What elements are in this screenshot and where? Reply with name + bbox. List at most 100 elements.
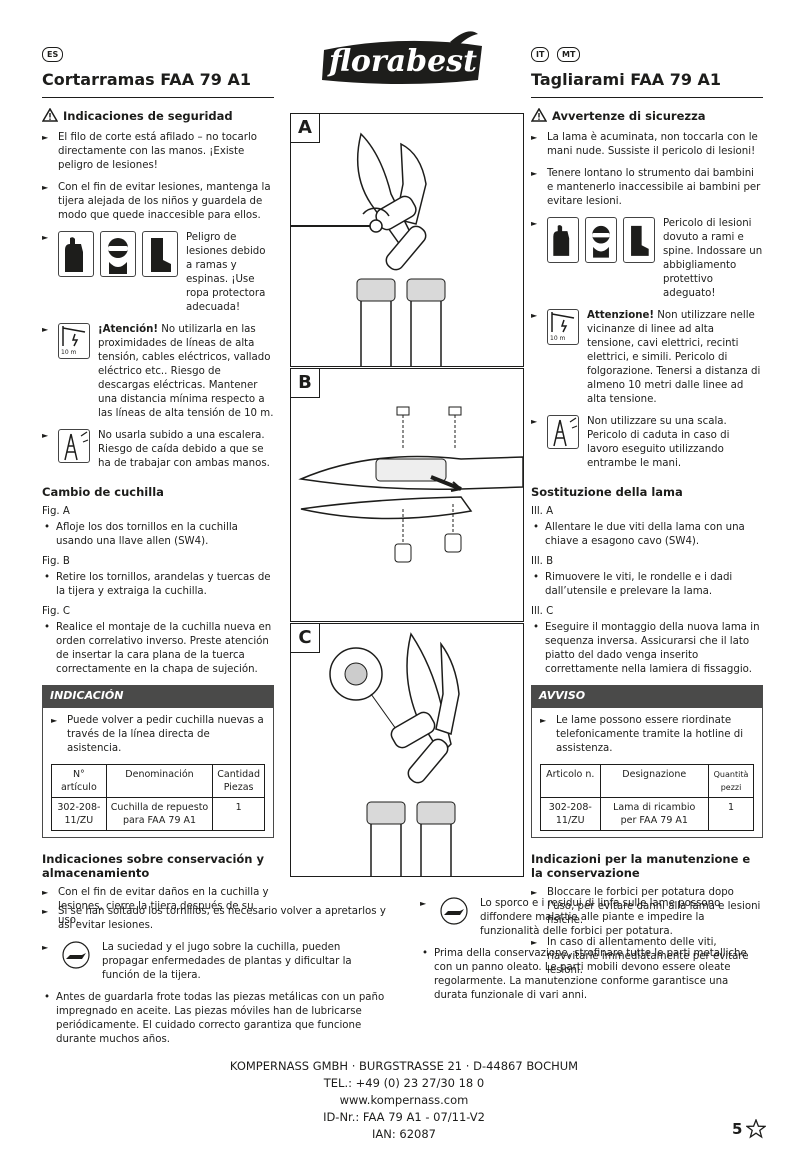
note-item: ► Le lame possono essere riordinate telef… <box>540 714 754 756</box>
note-text: Puede volver a pedir cuchilla nuevas a t… <box>67 715 264 754</box>
distance-label: 10 m <box>61 349 77 356</box>
logo-shape-icon <box>322 31 482 84</box>
fig-label: Fig. A <box>42 506 70 517</box>
arrow-icon: ► <box>42 431 49 440</box>
column-it: Avvertenze di sicurezza ► La lama è acumi… <box>530 107 763 986</box>
gloves-icon <box>547 217 579 263</box>
brand-logo: florabest <box>318 28 488 86</box>
care-text: Antes de guardarla frote todas las pieza… <box>56 992 385 1045</box>
attention-label: Attenzione! <box>587 310 655 321</box>
figure-a-label: A <box>291 114 320 143</box>
table-header: Designazione <box>599 764 710 798</box>
care-wide-it: ► Lo sporco e i residui di linfa sulle l… <box>420 897 765 1009</box>
fig-label: Fig. C <box>42 606 71 617</box>
footer-tel: TEL.: +49 (0) 23 27/30 18 0 <box>323 1076 485 1090</box>
arrow-icon: ► <box>42 943 49 952</box>
fig-text: Allentare le due viti della lama con una… <box>545 522 745 547</box>
table-header-row: Articolo n. Designazione Quantità pezzi <box>540 764 754 798</box>
safety-text: El filo de corte está afilado – no tocar… <box>58 132 258 171</box>
arrow-icon: ► <box>531 417 538 426</box>
fig-text: Afloje los dos tornillos en la cuchilla … <box>56 522 238 547</box>
blade-heading: Sostituzione della lama <box>531 485 683 499</box>
arrow-icon: ► <box>531 938 538 947</box>
note-heading: INDICACIÓN <box>42 685 274 707</box>
safety-text: No usarla subido a una escalera. Riesgo … <box>98 430 270 469</box>
table-header: N° artículo <box>51 764 107 798</box>
note-item: ►Puede volver a pedir cuchilla nuevas a … <box>51 714 265 756</box>
page-title-es: Cortarramas FAA 79 A1 <box>42 70 251 89</box>
table-cell: 302-208-11/ZU <box>51 797 107 831</box>
lang-badge-mt: MT <box>557 47 581 62</box>
safety-item: ►Con el fin de evitar lesiones, mantenga… <box>42 181 274 223</box>
care-item: •Prima della conservazione, strofinare t… <box>422 948 747 1001</box>
safety-text: Tenere lontano lo strumento dai bambini … <box>547 168 761 207</box>
gloves-icon <box>58 231 94 277</box>
page-title-it: Tagliarami FAA 79 A1 <box>531 70 722 89</box>
power-line-icon: 10 m <box>58 323 90 359</box>
arrow-icon: ► <box>420 899 427 908</box>
note-body: ► Le lame possono essere riordinate telef… <box>531 707 763 838</box>
arrow-icon: ► <box>42 325 49 334</box>
table-cell: 302-208-11/ZU <box>540 797 601 831</box>
figure-c: C <box>290 623 524 877</box>
power-line-icon: 10 m <box>547 309 579 345</box>
arrow-icon: ► <box>42 888 49 897</box>
list-item: •Rimuovere le viti, le rondelle e i dadi… <box>533 572 733 597</box>
footer-ian: IAN: 62087 <box>372 1127 436 1141</box>
safety-text: No utilizarla en las proximidades de lín… <box>98 324 274 419</box>
list-item: •Realice el montaje de la cuchilla nueva… <box>44 622 272 675</box>
blade-heading: Cambio de cuchilla <box>42 485 164 499</box>
fig-label: Fig. B <box>42 556 70 567</box>
title-rule-left <box>42 97 274 98</box>
brand-name: florabest <box>329 44 477 79</box>
column-es: Indicaciones de seguridad ►El filo de co… <box>41 107 274 936</box>
shears-open-icon <box>291 132 446 366</box>
care-text: La suciedad y el jugo sobre la cuchilla,… <box>102 942 352 981</box>
list-item: •Afloje los dos tornillos en la cuchilla… <box>44 522 238 547</box>
note-text: Le lame possono essere riordinate telefo… <box>556 715 744 754</box>
safety-heading-text: Avvertenze di sicurezza <box>552 109 706 123</box>
lang-badge-it: IT <box>531 47 550 62</box>
care-text: Bloccare le forbici per potatura dopo l’… <box>547 887 761 926</box>
parts-table: N° artículo Denominación Cantidad Piezas… <box>51 764 265 831</box>
note-heading: AVVISO <box>531 685 763 707</box>
list-item: •Eseguire il montaggio della nuova lama … <box>533 622 760 675</box>
footer-web: www.kompernass.com <box>339 1093 469 1107</box>
note-box: INDICACIÓN ►Puede volver a pedir cuchill… <box>42 685 274 838</box>
ladder-icon <box>547 415 579 449</box>
safety-item: ►Tenere lontano lo strumento dai bambini… <box>531 167 763 209</box>
arrow-icon: ► <box>42 907 49 916</box>
fig-label: Ill. A <box>531 506 554 517</box>
arrow-icon: ► <box>531 133 538 142</box>
star-icon <box>746 1119 766 1139</box>
fig-text: Realice el montaje de la cuchilla nueva … <box>56 622 272 675</box>
safety-item: ► Peligro de lesiones debido a ramas y e… <box>42 231 274 315</box>
safety-item: ►El filo de corte está afilado – no toca… <box>42 131 274 173</box>
table-cell: 1 <box>708 797 754 831</box>
arrow-icon: ► <box>540 716 547 725</box>
list-item: •Allentare le due viti della lama con un… <box>533 522 745 547</box>
fig-label: Ill. C <box>531 606 554 617</box>
fig-text: Eseguire il montaggio della nuova lama i… <box>545 622 760 675</box>
care-heading: Indicaciones sobre conservación y almace… <box>42 852 264 880</box>
warning-icon <box>41 107 59 125</box>
footer-company: KOMPERNASS GMBH · BURGSTRASSE 21 · D-448… <box>229 1059 579 1073</box>
table-header-row: N° artículo Denominación Cantidad Piezas <box>51 764 265 798</box>
care-item: ► La suciedad y el jugo sobre la cuchill… <box>42 941 387 983</box>
oil-can-icon <box>440 897 468 925</box>
fig-label: Ill. B <box>531 556 554 567</box>
care-text: Prima della conservazione, strofinare tu… <box>434 948 747 1001</box>
table-header: Cantidad Piezas <box>212 764 265 798</box>
safety-item: ► La lama è acuminata, non toccarla con l… <box>531 131 763 159</box>
safety-text: La lama è acuminata, non toccarla con le… <box>547 132 758 157</box>
care-text: Con el fin de evitar daños en la cuchill… <box>58 887 269 926</box>
care-item: ►Si se han soltado los tornillos, es nec… <box>42 905 387 933</box>
care-item: ► Con el fin de evitar daños en la cuchil… <box>42 886 274 928</box>
fig-text: Rimuovere le viti, le rondelle e i dadi … <box>545 572 733 597</box>
safety-item: ► Non utilizzare su una scala. Pericolo … <box>531 415 763 471</box>
care-text: Lo sporco e i residui di linfa sulle lam… <box>480 898 721 937</box>
safety-heading: Indicaciones de seguridad <box>41 107 274 125</box>
safety-item: ► 10 m Attenzione! Non utilizzare nelle … <box>531 309 763 407</box>
safety-heading: Avvertenze di sicurezza <box>530 107 763 125</box>
care-item: ► Lo sporco e i residui di linfa sulle l… <box>420 897 765 939</box>
